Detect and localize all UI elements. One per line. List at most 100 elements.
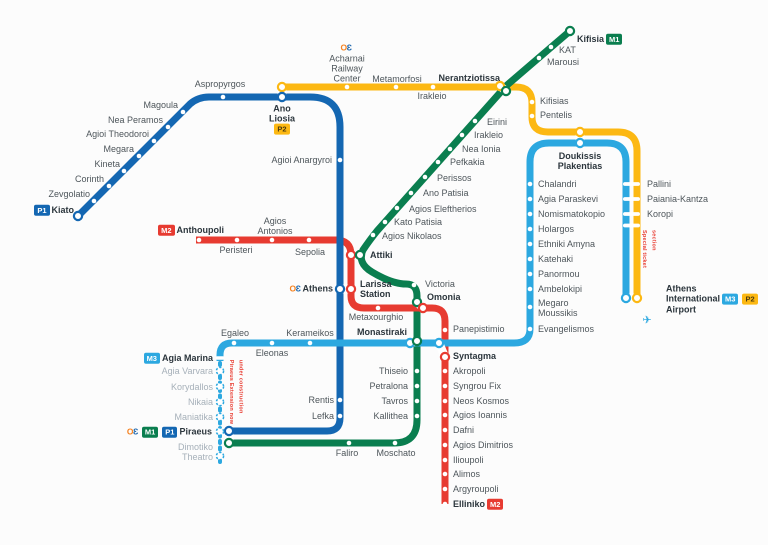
station-dot (472, 118, 478, 124)
line-badge-M1: M1 (141, 426, 159, 438)
station-dot (346, 440, 352, 446)
ose-railway-logo: OƐ (289, 283, 301, 294)
station-label-thiseio: Thiseio (378, 365, 408, 376)
station-label-eirini: Eirini (487, 116, 508, 127)
station-label-nea-peramos: Nea Peramos (107, 114, 163, 125)
ose-railway-logo: OƐ (340, 42, 352, 53)
station-label-agioi-anargyroi: Agioi Anargyroi (271, 154, 332, 165)
station-dot (435, 159, 441, 165)
station-label-metamorfosi: Metamorfosi (372, 73, 422, 84)
station-label-marousi: Marousi (547, 56, 580, 67)
station-label-pentelis: Pentelis (540, 109, 573, 120)
station-under-construction-ring (215, 366, 225, 376)
station-label-ilioupoli: Ilioupoli (453, 454, 484, 465)
station-label-agios-eleftherios: Agios Eleftherios (409, 203, 477, 214)
station-label-victoria: Victoria (425, 278, 455, 289)
station-dot (136, 153, 142, 159)
station-dot (196, 237, 202, 243)
station-dot (527, 271, 533, 277)
station-dot (527, 241, 533, 247)
station-dot (337, 397, 343, 403)
station-label-nomismatokopio: Nomismatokopio (538, 208, 606, 219)
station-label-panormou: Panormou (538, 268, 580, 279)
line-M2 (196, 236, 449, 504)
station-interchange-ring (433, 337, 445, 349)
line-badge-P1: P1 (162, 426, 178, 438)
station-label-pallini: Pallini (647, 178, 672, 189)
station-interchange-ring (574, 137, 586, 149)
station-label-kerameikos: Kerameikos (286, 327, 334, 338)
station-dot (442, 368, 448, 374)
station-interchange-ring (354, 249, 366, 261)
station-label-ambelokipi: Ambelokipi (538, 283, 583, 294)
station-dot (121, 168, 127, 174)
station-dot (394, 205, 400, 211)
station-dash-wide (623, 212, 640, 216)
station-dot (165, 124, 171, 130)
station-interchange-ring (439, 351, 451, 363)
station-label-nerantziotissa: Nerantziotissa (438, 72, 500, 83)
station-label-akropoli: Akropoli (453, 365, 486, 376)
station-label-magoula: Magoula (143, 99, 178, 110)
station-dot (106, 183, 112, 189)
station-dash-wide (623, 223, 640, 228)
line-badge-M1: M1 (606, 33, 623, 45)
station-label-petralona: Petralona (369, 380, 408, 391)
station-interchange-ring (223, 437, 235, 449)
station-dot (442, 398, 448, 404)
station-dot (527, 326, 533, 332)
station-label-koropi: Koropi (647, 208, 674, 219)
station-dot (442, 501, 448, 507)
station-dot (442, 486, 448, 492)
station-interchange-ring (345, 283, 357, 295)
station-label-attiki: Attiki (370, 249, 393, 260)
station-label-alimos: Alimos (453, 468, 481, 479)
station-dot (411, 282, 417, 288)
station-dot (414, 413, 420, 419)
station-interchange-ring (574, 126, 586, 138)
line-badge-M2: M2 (487, 498, 504, 510)
station-label-agia-paraskevi: Agia Paraskevi (538, 193, 599, 204)
station-dot (442, 457, 448, 463)
station-label-pefkakia: Pefkakia (450, 156, 485, 167)
station-dash-wide (623, 182, 640, 186)
station-label-lefka: Lefka (311, 410, 334, 421)
station-label-kallithea: Kallithea (373, 410, 408, 421)
station-dot (430, 84, 436, 90)
station-label-agia-varvara: Agia Varvara (161, 365, 213, 376)
station-dot (442, 471, 448, 477)
station-label-panepistimio: Panepistimio (453, 323, 505, 334)
station-label-kat: KAT (559, 44, 576, 55)
station-dot (382, 219, 388, 225)
station-interchange-ring (72, 210, 84, 222)
station-label-aspropyrgos: Aspropyrgos (194, 78, 246, 89)
station-label-eleonas: Eleonas (255, 347, 289, 358)
station-label-faliro: Faliro (335, 447, 359, 458)
line-badge-P1: P1 (34, 204, 50, 216)
station-dot (442, 412, 448, 418)
plane-icon: ✈ (642, 314, 652, 327)
station-dot (408, 190, 414, 196)
station-dot (527, 211, 533, 217)
station-label-megara: Megara (103, 143, 134, 154)
station-dot (307, 340, 313, 346)
station-label-dafni: Dafni (453, 424, 475, 435)
station-label-kifisias: Kifisias (540, 95, 569, 106)
station-under-construction-ring (215, 412, 225, 422)
station-under-construction-ring (215, 427, 225, 436)
station-label-egaleo: Egaleo (220, 327, 250, 338)
station-dot (231, 340, 237, 346)
station-interchange-ring (564, 25, 576, 37)
station-dash (215, 356, 225, 360)
station-dot (375, 305, 381, 311)
station-label-tavros: Tavros (381, 395, 408, 406)
station-label-kato-patisia: Kato Patisia (394, 216, 443, 227)
